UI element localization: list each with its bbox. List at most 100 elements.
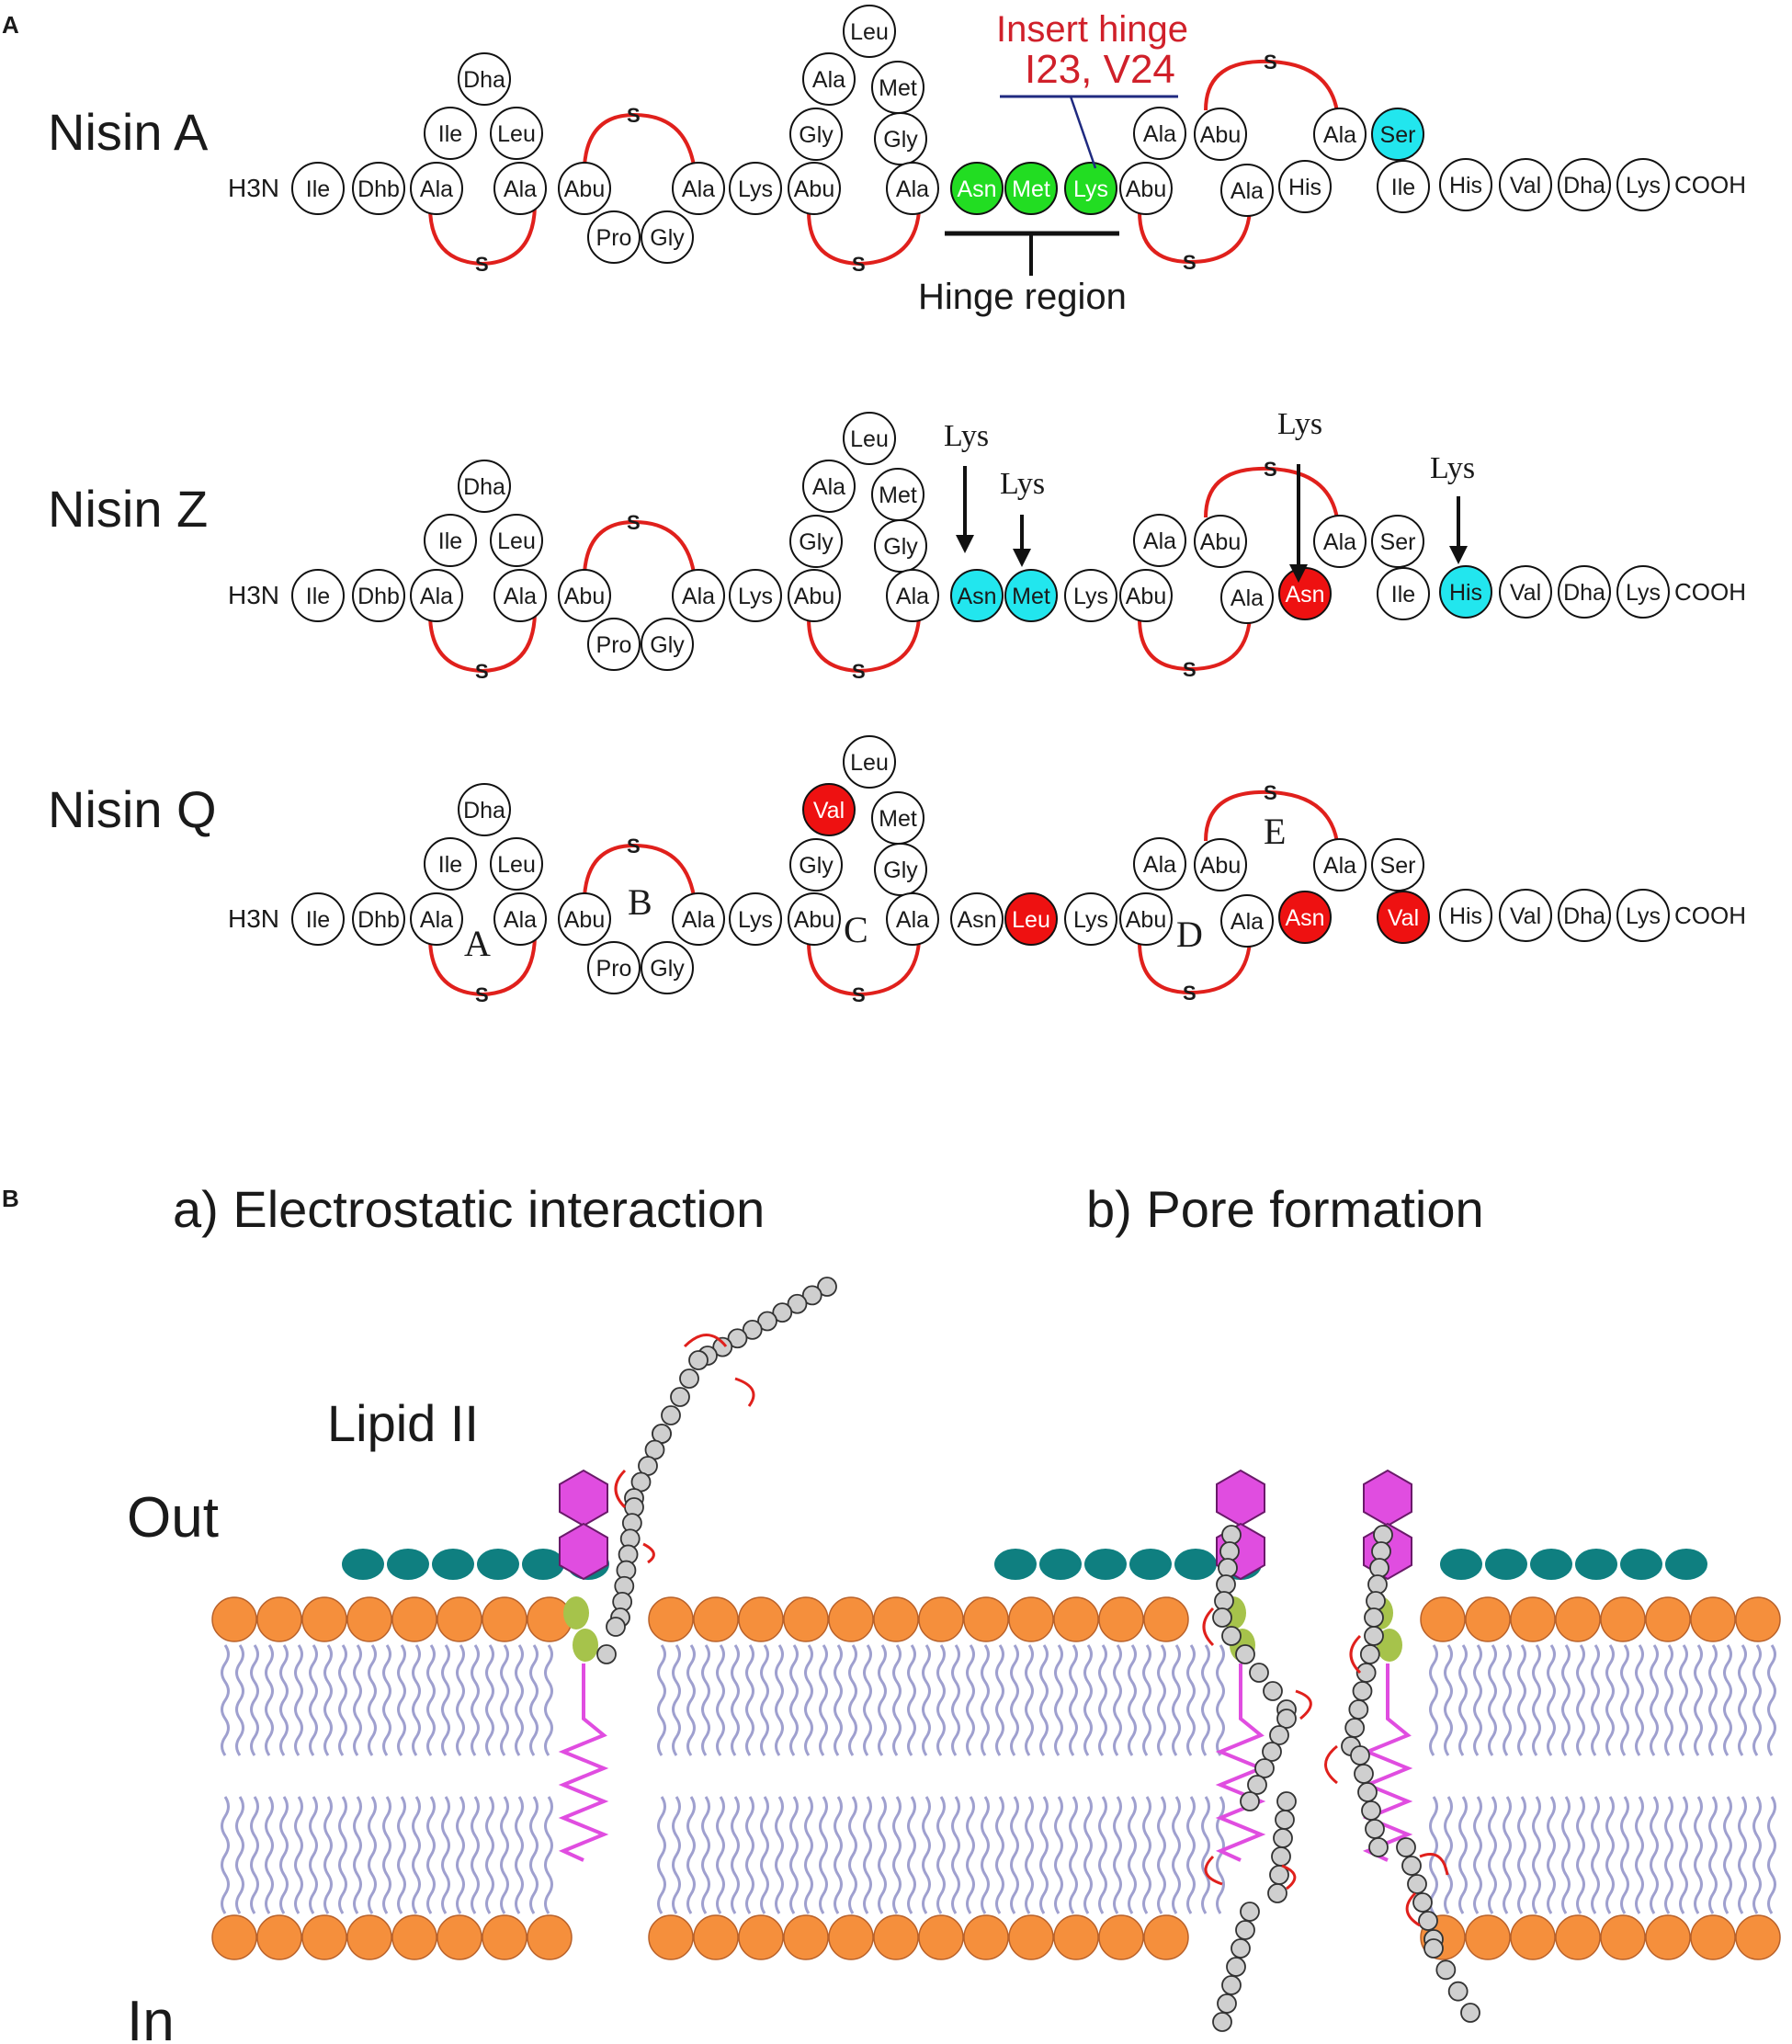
lipid-headgroup — [391, 1596, 437, 1642]
residue-circle — [1616, 565, 1670, 619]
residue-label: Lys — [738, 176, 773, 202]
nisin-bead — [1359, 1644, 1380, 1664]
lipid-tail — [789, 1796, 799, 1914]
residue-circle — [874, 519, 927, 573]
lipid-tail — [1083, 1796, 1093, 1914]
lipid-tail — [951, 1644, 960, 1756]
surface-molecule — [1174, 1549, 1217, 1580]
lipid-tail — [1216, 1644, 1225, 1756]
residue-circle — [424, 514, 477, 567]
lipid-tail — [1767, 1644, 1776, 1756]
residue-circle — [490, 107, 543, 160]
residue-circle — [458, 460, 511, 513]
surface-molecule — [387, 1549, 429, 1580]
lys-arrow-head — [1449, 546, 1468, 564]
lipid-headgroup — [693, 1914, 739, 1960]
lipid-headgroup — [1555, 1914, 1601, 1960]
lipid-tail — [1142, 1796, 1151, 1914]
residue-label: Ala — [1323, 122, 1356, 148]
nisin-bead — [1365, 1819, 1385, 1839]
residue-label: Dha — [1563, 903, 1605, 929]
residue-circle — [1371, 108, 1424, 161]
nisin-bead — [1352, 1681, 1373, 1701]
residue-label: Ala — [812, 474, 845, 500]
lipid-ii-sugar — [1216, 1469, 1265, 1527]
residue-circle — [1004, 569, 1058, 622]
lipid-tail — [309, 1796, 318, 1914]
stage-b-title: b) Pore formation — [1086, 1180, 1484, 1238]
nisin-bead — [1240, 1902, 1260, 1922]
residue-circle — [843, 412, 896, 465]
lipid-tail — [353, 1796, 362, 1914]
residue-circle — [1278, 891, 1332, 944]
nisin-bead — [742, 1319, 763, 1340]
ring-label-e: E — [1264, 811, 1286, 852]
residue-circle — [1371, 515, 1424, 568]
residue-label: Ala — [1143, 121, 1176, 147]
in-label: In — [127, 1990, 175, 2044]
thioether-bridge — [583, 112, 696, 166]
surface-molecule — [1440, 1549, 1482, 1580]
lipid-tail — [892, 1644, 902, 1756]
insert-hinge-title: Insert hinge — [996, 9, 1188, 50]
sulfur-label: S — [627, 835, 641, 857]
lipid-tail — [657, 1796, 666, 1914]
lipid-tail — [863, 1644, 872, 1756]
surface-molecule — [994, 1549, 1037, 1580]
residue-label: Ile — [1391, 582, 1415, 608]
thioether-bridge — [1204, 789, 1339, 843]
residue-label: Met — [1012, 176, 1050, 202]
lipid-tail — [981, 1796, 990, 1914]
lipid-headgroup — [1465, 1596, 1511, 1642]
nisin-bead — [1254, 1758, 1275, 1778]
residue-label: Lys — [1073, 176, 1108, 202]
lipid-tail — [294, 1644, 303, 1756]
lipid-tail — [1650, 1796, 1659, 1914]
lipid-ii-sugar — [559, 1469, 608, 1527]
lipid-tail — [426, 1796, 436, 1914]
lipid-headgroup — [1143, 1596, 1189, 1642]
residue-label: Leu — [497, 852, 536, 878]
panel-label-a: A — [2, 11, 19, 39]
lipid-tail — [235, 1644, 244, 1756]
residue-label: Ala — [504, 176, 537, 202]
lipid-tail — [412, 1796, 421, 1914]
residue-label: Abu — [1126, 176, 1166, 202]
lipid-tail — [397, 1796, 406, 1914]
thioether-bridge — [1204, 466, 1339, 519]
lipid-tail — [1429, 1644, 1438, 1756]
lipid-headgroup — [1420, 1596, 1466, 1642]
lipid-tail — [1532, 1796, 1541, 1914]
residue-circle — [1004, 892, 1058, 946]
residue-circle — [291, 569, 345, 622]
residue-label: Ile — [306, 176, 330, 202]
lipid-tail — [426, 1644, 436, 1756]
residue-circle — [1377, 567, 1430, 620]
residue-label: Gly — [650, 632, 685, 658]
sulfur-label: S — [852, 253, 866, 276]
ring-label-a: A — [464, 923, 491, 964]
lipid-tail — [760, 1796, 769, 1914]
thioether-bridge — [428, 206, 537, 267]
residue-circle — [587, 618, 641, 671]
nisin-bead — [1348, 1699, 1369, 1720]
residue-label: Pro — [596, 632, 632, 658]
residue-label: Pro — [596, 956, 632, 982]
residue-label: Asn — [1285, 582, 1324, 608]
nisin-bead — [1423, 1938, 1444, 1959]
lipid-tail — [1605, 1796, 1615, 1914]
nisin-bead — [1218, 1558, 1238, 1578]
lipid-tail — [701, 1644, 710, 1756]
residue-circle — [950, 162, 1004, 215]
variant-name-a: Nisin A — [48, 103, 209, 161]
insert-hinge-detail: I23, V24 — [1025, 47, 1175, 92]
residue-label: Ser — [1380, 853, 1416, 879]
lipid-tail — [966, 1796, 975, 1914]
nisin-bead — [817, 1277, 837, 1297]
lipid-tail — [221, 1796, 230, 1914]
residue-label: Leu — [850, 750, 889, 776]
residue-label: Lys — [1626, 903, 1661, 929]
